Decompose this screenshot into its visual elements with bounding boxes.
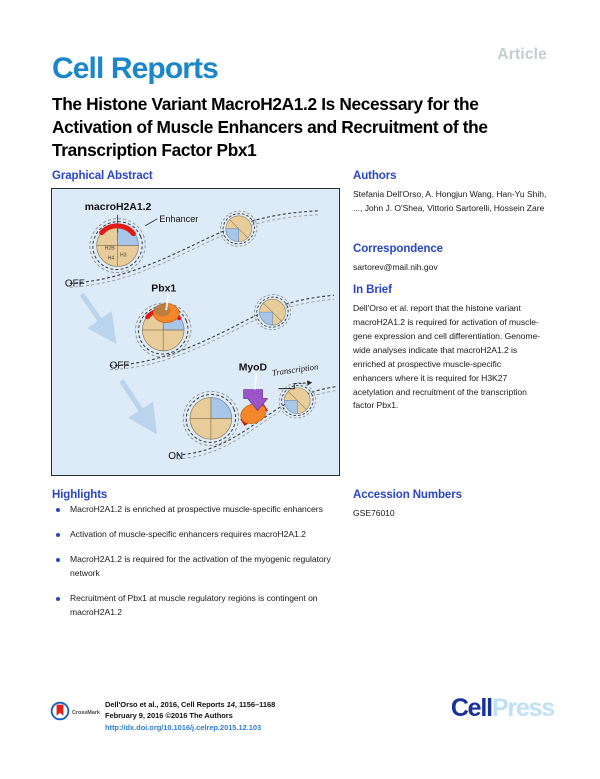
ga-panel-on: MyoD Transcription ON: [168, 361, 337, 462]
ga-arrow-2: [119, 379, 158, 435]
ga-label-macroh2a: macroH2A1.2: [85, 202, 152, 213]
ga-label-transcription: Transcription: [271, 361, 318, 377]
citation-pages: , 1156–1168: [234, 700, 276, 709]
ga-label-pbx1: Pbx1: [151, 283, 176, 294]
page-title: The Histone Variant MacroH2A1.2 Is Neces…: [52, 94, 488, 160]
citation-volume: 14: [226, 700, 235, 709]
ga-label-myod: MyoD: [239, 363, 268, 374]
journal-masthead: Cell Reports: [52, 52, 219, 85]
section-heading-authors: Authors: [353, 170, 397, 182]
ga-label-off-1: OFF: [65, 278, 85, 289]
section-heading-in-brief: In Brief: [353, 284, 392, 296]
svg-text:H2B: H2B: [105, 246, 116, 252]
doi-link[interactable]: http://dx.doi.org/10.1016/j.celrep.2015.…: [105, 722, 262, 732]
list-item: MacroH2A1.2 is required for the activati…: [52, 553, 342, 581]
cellpress-logo-cell: Cell: [450, 694, 493, 722]
section-heading-highlights: Highlights: [52, 489, 108, 501]
svg-text:H4: H4: [108, 256, 115, 262]
crossmark-badge[interactable]: CrossMark: [50, 700, 102, 722]
svg-text:H3: H3: [120, 253, 127, 259]
authors-list: Stefania Dell'Orso, A. Hongjun Wang, Han…: [353, 189, 547, 213]
section-heading-graphical-abstract: Graphical Abstract: [52, 170, 153, 182]
ga-label-on: ON: [168, 451, 183, 462]
list-item: MacroH2A1.2 is enriched at prospective m…: [52, 503, 342, 517]
footer-citation: Dell'Orso et al., 2016, Cell Reports 14,…: [105, 699, 275, 733]
article-type-label: Article: [497, 46, 547, 63]
cellpress-logo: CellPress: [450, 694, 555, 722]
ga-panel-off-2: Pbx1 OFF: [109, 283, 335, 372]
citation-date-copyright: February 9, 2016 ©2016 The Authors: [105, 711, 233, 721]
correspondence-email[interactable]: sartorev@mail.nih.gov: [353, 262, 438, 272]
accession-number-value: GSE76010: [353, 508, 395, 518]
graphical-abstract-figure: H2B H3 H4 macroH2A1.2 Enhancer OFF: [51, 188, 340, 476]
in-brief-text: Dell'Orso et al. report that the histone…: [353, 303, 541, 411]
ga-label-off-2: OFF: [110, 361, 130, 372]
ga-arrow-1: [79, 292, 117, 345]
cellpress-logo-press: Press: [491, 694, 555, 722]
citation-prefix: Dell'Orso et al., 2016, Cell Reports: [105, 700, 227, 709]
section-heading-accession-numbers: Accession Numbers: [353, 489, 462, 501]
highlights-list: MacroH2A1.2 is enriched at prospective m…: [52, 503, 342, 631]
ga-panel-off-1: H2B H3 H4 macroH2A1.2 Enhancer OFF: [65, 202, 319, 289]
section-heading-correspondence: Correspondence: [353, 243, 443, 255]
list-item: Recruitment of Pbx1 at muscle regulatory…: [52, 592, 342, 620]
svg-text:CrossMark: CrossMark: [72, 710, 100, 716]
ga-label-enhancer: Enhancer: [159, 214, 198, 224]
list-item: Activation of muscle-specific enhancers …: [52, 528, 342, 542]
